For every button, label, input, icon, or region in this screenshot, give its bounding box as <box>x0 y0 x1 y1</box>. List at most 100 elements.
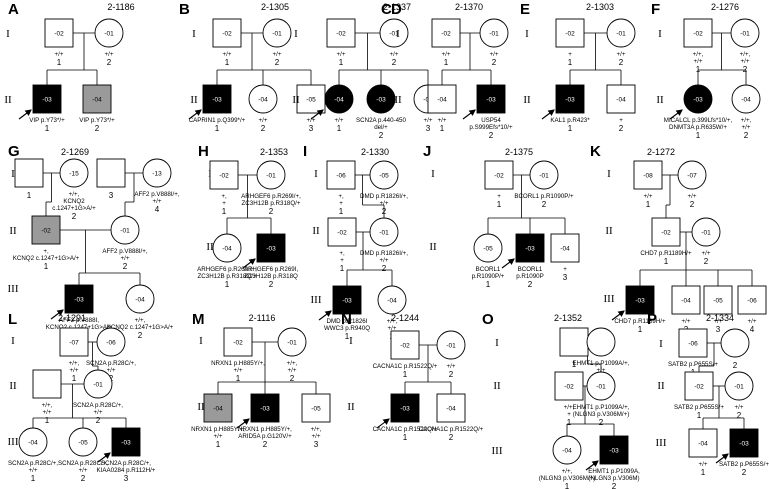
genotype-label: +/+, <box>693 51 704 58</box>
proband-arrow <box>376 418 390 429</box>
individual-number: 2 <box>261 124 266 133</box>
genotype-label: ARHGEF6 p.R269I, <box>244 266 299 273</box>
genotype-label: +/+ <box>388 325 397 332</box>
individual-code: -03 <box>565 97 575 104</box>
individual-number: 1 <box>339 58 344 67</box>
genotype-label: DNMT3A p.R635W/+ <box>669 124 727 131</box>
genotype-label: +/+ <box>153 198 162 205</box>
individual-code: -02 <box>694 384 704 391</box>
genotype-label: SATB2 p.P655S/+ <box>719 461 769 468</box>
genotype-label: VIP p.Y73*/+ <box>79 117 115 124</box>
genotype-label: +/+, <box>311 426 322 433</box>
individual-number: 2 <box>107 58 112 67</box>
genotype-label: ARID5A p.G120V/+ <box>238 433 292 440</box>
individual-number: 1 <box>57 58 62 67</box>
genotype-label: +/+, <box>135 317 146 324</box>
male-symbol <box>326 160 356 190</box>
individual-code: -03 <box>525 246 535 253</box>
generation-label: I <box>11 168 15 180</box>
genotype-label: +/+ <box>70 367 79 374</box>
female-symbol <box>730 18 760 48</box>
individual-number: 1 <box>572 360 577 369</box>
generation-label: I <box>349 335 353 347</box>
male-symbol <box>212 18 242 48</box>
individual-number: 2 <box>737 411 742 420</box>
individual-ii-2: -04+2 <box>606 84 636 133</box>
proband-arrow <box>669 109 683 120</box>
genotype-label: + <box>619 117 623 124</box>
individual-i-2: -01+/+2 <box>606 18 636 67</box>
genotype-label: SCN2A p.R28C/+, <box>58 460 108 467</box>
generation-label: II <box>292 94 300 106</box>
panel-label: J <box>423 143 431 160</box>
genotype-label: ARHGEF6 p.R269I/+, <box>197 266 257 273</box>
female-symbol <box>720 328 750 358</box>
genotype-label: +/+ <box>490 51 499 58</box>
genotype-label: +/+, <box>564 404 575 411</box>
individual-code: -03 <box>266 246 276 253</box>
genotype-label: ZC3H12B p.R318Q <box>244 273 298 280</box>
genotype-label: + <box>222 200 226 207</box>
generation-label: II <box>493 380 501 392</box>
genotype-label: CAPRIN1 p.Q399*/+ <box>189 117 246 124</box>
individual-i-3: 3 <box>96 158 126 200</box>
individual-number: 2 <box>528 280 533 289</box>
individual-code: -03 <box>635 298 645 305</box>
individual-code: -05 <box>483 246 493 253</box>
individual-number: 1 <box>215 124 220 133</box>
individual-number: 2 <box>744 131 749 140</box>
individual-code: -02 <box>693 31 703 38</box>
individual-number: 2 <box>269 207 274 216</box>
family-id: 2-1370 <box>455 2 483 12</box>
generation-label: III <box>656 437 667 449</box>
genotype-label: ARHGEF6 p.R269I/+, <box>241 193 301 200</box>
individual-number: 3 <box>716 325 721 334</box>
individual-i-1: -08+/+1 <box>633 160 663 209</box>
female-symbol <box>586 371 616 401</box>
female-symbol <box>248 84 278 114</box>
male-symbol <box>554 371 584 401</box>
individual-code: -03 <box>42 97 52 104</box>
individual-code: -02 <box>564 384 574 391</box>
female-symbol <box>552 435 582 465</box>
male-symbol <box>633 160 663 190</box>
family-id: 2-1334 <box>706 313 734 323</box>
individual-code: -04 <box>213 406 223 413</box>
individual-number: 1 <box>565 482 570 489</box>
genotype-label: +, <box>339 250 345 257</box>
female-symbol <box>683 84 713 114</box>
genotype-label: +/+ <box>644 193 653 200</box>
individual-code: -08 <box>643 173 653 180</box>
individual-code: -02 <box>400 343 410 350</box>
male-symbol <box>688 428 718 458</box>
individual-code: -01 <box>740 31 750 38</box>
proband-arrow <box>611 310 625 321</box>
genotype-label: AFF2 p.V888I, <box>59 317 99 324</box>
individual-number: 1 <box>444 58 449 67</box>
individual-code: -04 <box>681 298 691 305</box>
individual-code: -02 <box>565 31 575 38</box>
individual-number: 2 <box>690 200 695 209</box>
genotype-label: +/+ <box>438 117 447 124</box>
family-id: 2-1305 <box>261 2 289 12</box>
male-symbol <box>683 18 713 48</box>
genotype-label: SCN2A p.440-450 <box>356 117 406 124</box>
female-symbol <box>212 233 242 263</box>
individual-number: 1 <box>225 58 230 67</box>
male-symbol <box>484 160 514 190</box>
genotype-label: + <box>339 200 343 207</box>
male-symbol <box>301 393 331 423</box>
male-symbol <box>332 285 362 315</box>
genotype-label: +/+, <box>69 360 80 367</box>
